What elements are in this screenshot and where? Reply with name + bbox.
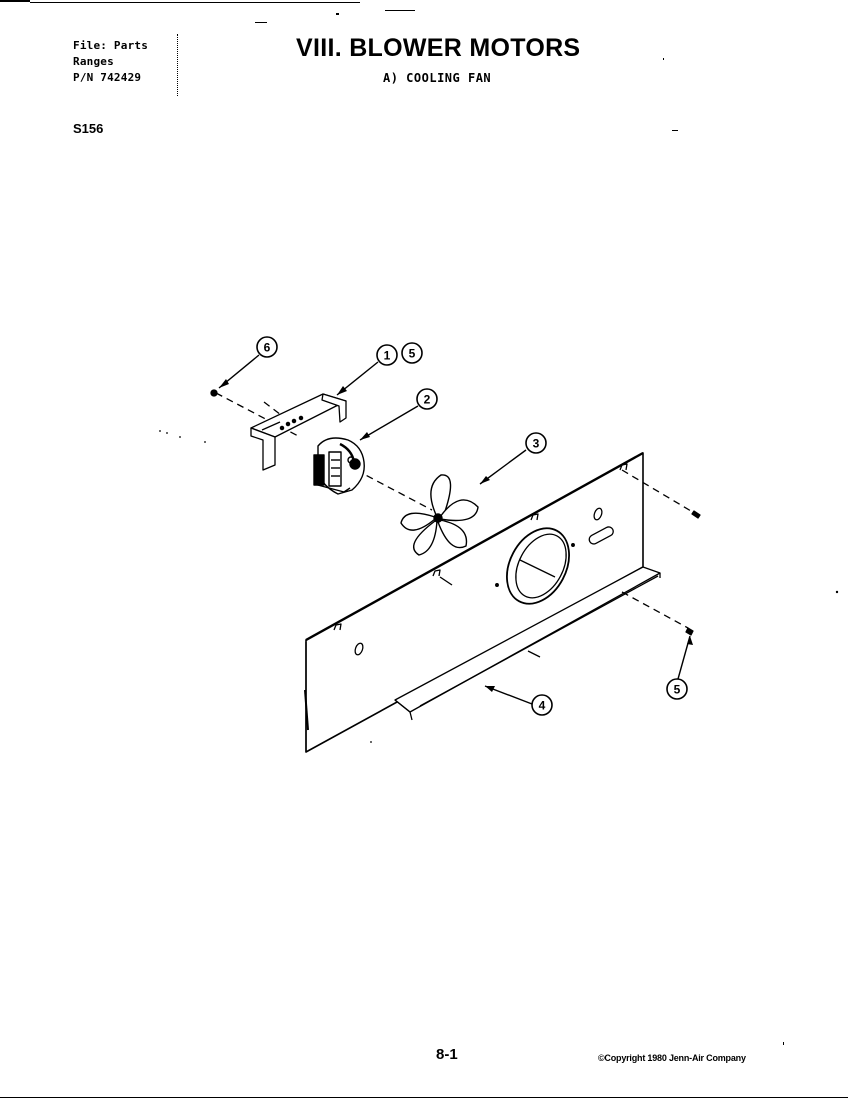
model-number: S156	[73, 121, 104, 136]
callout-labels: 6 1 5 2 3 4 5	[264, 341, 681, 713]
callout-5: 5	[409, 347, 416, 361]
scan-mark-bottom-line	[0, 1097, 848, 1098]
dotted-separator	[177, 34, 180, 96]
callout-4: 4	[539, 699, 546, 713]
callout-1: 1	[384, 349, 391, 363]
dust-marks	[159, 10, 839, 1045]
callout-5b: 5	[674, 683, 681, 697]
back-panel	[304, 451, 661, 753]
motor	[313, 437, 365, 495]
scan-mark-top-line	[30, 2, 360, 3]
motor-bracket	[250, 393, 347, 471]
callout-circles	[256, 336, 688, 716]
file-info-line: File: Parts	[73, 39, 149, 52]
page-subtitle: A) COOLING FAN	[383, 71, 492, 85]
fan-blade	[400, 474, 479, 556]
callout-2: 2	[424, 393, 431, 407]
file-info-line: P/N 742429	[73, 71, 142, 84]
file-info-block: File: Parts Ranges P/N 742429	[73, 38, 148, 86]
callout-3: 3	[533, 437, 540, 451]
file-info-line: Ranges	[73, 55, 114, 68]
callout-6: 6	[264, 341, 271, 355]
screws	[210, 389, 701, 636]
copyright-notice: ©Copyright 1980 Jenn-Air Company	[598, 1053, 746, 1063]
assembly-lines	[215, 392, 697, 629]
page-number: 8-1	[436, 1046, 458, 1063]
scan-mark-top-left	[0, 0, 30, 2]
page-title: VIII. BLOWER MOTORS	[296, 34, 581, 62]
